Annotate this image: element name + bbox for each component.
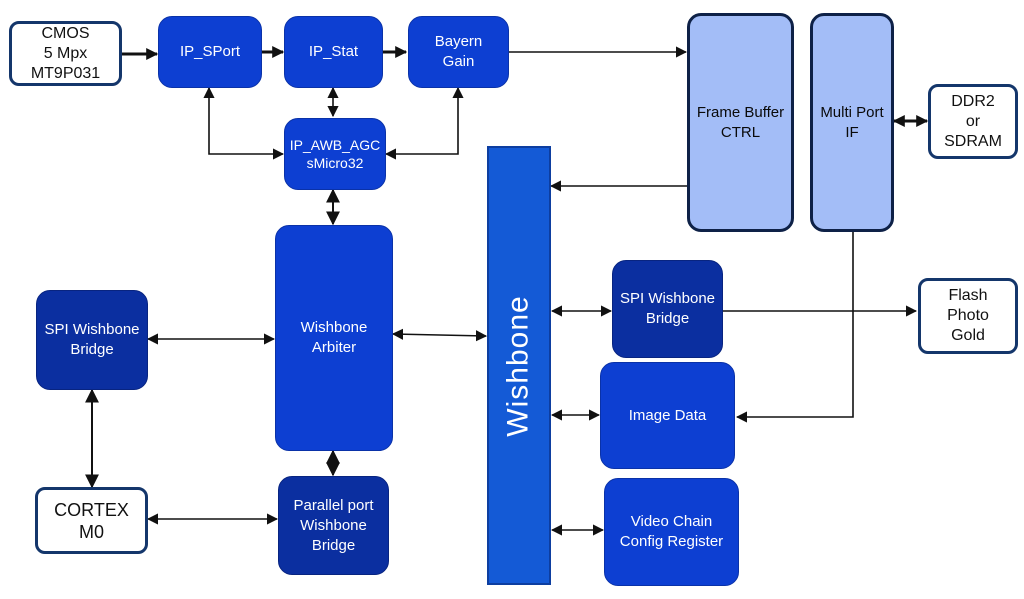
ip-stat-label: IP_Stat bbox=[308, 43, 359, 60]
bayern-gain-label: Bayern Gain bbox=[434, 33, 483, 70]
wishbone-bus: Wishbone bbox=[487, 146, 551, 585]
spi-wishbone-bridge-left-block: SPI Wishbone Bridge bbox=[36, 290, 148, 390]
spi-wishbone-bridge-left-label: SPI Wishbone Bridge bbox=[44, 321, 140, 358]
bayern-gain-block: Bayern Gain bbox=[408, 16, 509, 88]
frame-buffer-ctrl-block: Frame Buffer CTRL bbox=[687, 13, 794, 232]
arrow-sport-awb bbox=[203, 86, 285, 160]
multi-port-if-block: Multi Port IF bbox=[810, 13, 894, 232]
parallel-port-bridge-label: Parallel port Wishbone Bridge bbox=[293, 496, 374, 554]
cmos-sensor-block: CMOS 5 Mpx MT9P031 bbox=[9, 21, 122, 86]
parallel-port-bridge-block: Parallel port Wishbone Bridge bbox=[278, 476, 389, 575]
arrow-multiport-to-imagedata bbox=[735, 232, 854, 423]
cmos-sensor-label: CMOS 5 Mpx MT9P031 bbox=[30, 24, 101, 82]
ip-sport-block: IP_SPort bbox=[158, 16, 262, 88]
flash-photo-gold-label: Flash Photo Gold bbox=[947, 287, 989, 344]
ip-sport-label: IP_SPort bbox=[179, 43, 241, 60]
image-data-block: Image Data bbox=[600, 362, 735, 469]
wishbone-arbiter-label: Wishbone Arbiter bbox=[300, 319, 368, 356]
ip-awb-agc-label: IP_AWB_AGC sMicro32 bbox=[289, 137, 381, 171]
wishbone-bus-label: Wishbone bbox=[502, 294, 535, 437]
spi-wishbone-bridge-right-label: SPI Wishbone Bridge bbox=[619, 290, 716, 327]
ip-awb-agc-block: IP_AWB_AGC sMicro32 bbox=[284, 118, 386, 190]
spi-wishbone-bridge-right-block: SPI Wishbone Bridge bbox=[612, 260, 723, 358]
ddr2-sdram-block: DDR2 or SDRAM bbox=[928, 84, 1018, 159]
image-data-label: Image Data bbox=[628, 406, 707, 424]
ddr2-sdram-label: DDR2 or SDRAM bbox=[944, 92, 1002, 150]
video-chain-config-label: Video Chain Config Register bbox=[619, 513, 724, 550]
multi-port-if-label: Multi Port IF bbox=[820, 103, 884, 141]
ip-stat-block: IP_Stat bbox=[284, 16, 383, 88]
arrow-arbiter-bus bbox=[391, 328, 488, 342]
frame-buffer-ctrl-label: Frame Buffer CTRL bbox=[696, 103, 785, 141]
wishbone-arbiter-block: Wishbone Arbiter bbox=[275, 225, 393, 451]
flash-photo-gold-block: Flash Photo Gold bbox=[918, 278, 1018, 354]
arrow-bayern-awb bbox=[384, 86, 464, 160]
cortex-m0-label: CORTEX M0 bbox=[54, 499, 129, 542]
cortex-m0-block: CORTEX M0 bbox=[35, 487, 148, 554]
video-chain-config-block: Video Chain Config Register bbox=[604, 478, 739, 586]
